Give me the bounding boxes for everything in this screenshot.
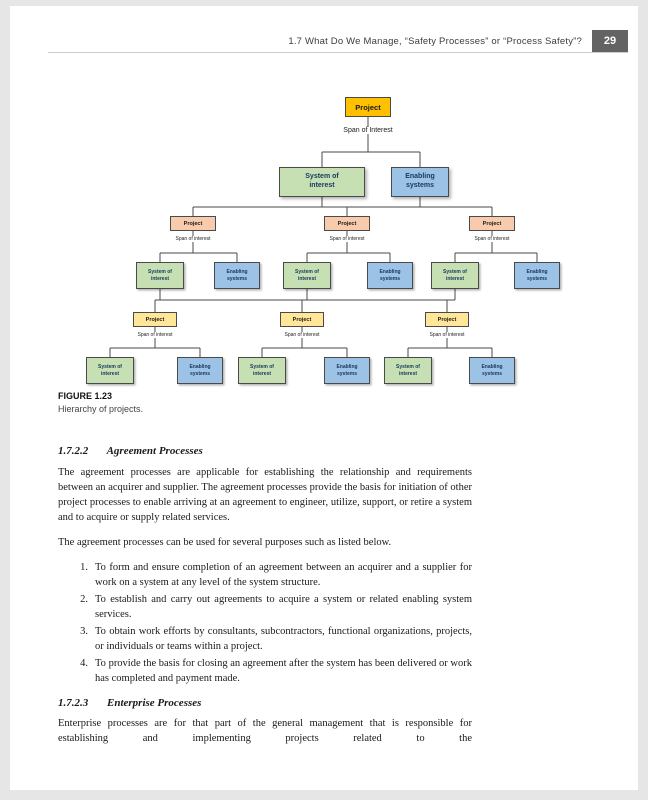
node-enabling-systems-l4-1: Enabling systems xyxy=(214,262,260,289)
label-span-of-interest-root: Span of Interest xyxy=(328,127,408,134)
list-item-text: To establish and carry out agreements to… xyxy=(95,594,472,620)
node-enabling-systems-l6-1: Enabling systems xyxy=(177,357,223,384)
node-project-mid-3: Project xyxy=(469,216,515,231)
section-heading-agreement: 1.7.2.2 Agreement Processes xyxy=(58,444,472,459)
node-enabling-systems-l2: Enabling systems xyxy=(391,167,449,197)
section-title: Enterprise Processes xyxy=(107,697,202,709)
label-span-of-interest-mid-1: Span of interest xyxy=(165,236,221,242)
section-number: 1.7.2.3 xyxy=(58,697,89,709)
list-item: 2. To establish and carry out agreements… xyxy=(58,592,472,622)
node-project-mid-2: Project xyxy=(324,216,370,231)
label-span-of-interest-low-2: Span of interest xyxy=(274,332,330,338)
label-span-of-interest-mid-3: Span of interest xyxy=(464,236,520,242)
list-item-text: To form and ensure completion of an agre… xyxy=(95,562,472,588)
figure-caption-text: Hierarchy of projects. xyxy=(58,404,144,414)
node-enabling-systems-l4-2: Enabling systems xyxy=(367,262,413,289)
node-enabling-systems-l6-2: Enabling systems xyxy=(324,357,370,384)
node-system-of-interest-l6-1: System of interest xyxy=(86,357,134,384)
list-item: 3. To obtain work efforts by consultants… xyxy=(58,624,472,654)
list-item: 4. To provide the basis for closing an a… xyxy=(58,656,472,686)
section-title: Agreement Processes xyxy=(106,445,203,457)
node-project-mid-1: Project xyxy=(170,216,216,231)
list-item-number: 1. xyxy=(80,562,88,573)
node-project-low-3: Project xyxy=(425,312,469,327)
figure-caption-label: FIGURE 1.23 xyxy=(58,391,113,401)
paragraph: Enterprise processes are for that part o… xyxy=(58,718,472,744)
node-enabling-systems-l6-3: Enabling systems xyxy=(469,357,515,384)
list-item-number: 2. xyxy=(80,594,88,605)
paragraph: The agreement processes are applicable f… xyxy=(58,467,472,523)
running-header-title: 1.7 What Do We Manage, “Safety Processes… xyxy=(288,35,582,47)
list-item: 1. To form and ensure completion of an a… xyxy=(58,560,472,590)
label-span-of-interest-low-3: Span of interest xyxy=(419,332,475,338)
list-item-text: To obtain work efforts by consultants, s… xyxy=(95,626,472,652)
numbered-list: 1. To form and ensure completion of an a… xyxy=(58,560,472,686)
figure-hierarchy-of-projects: Project Span of Interest System of inter… xyxy=(50,90,610,390)
section-heading-enterprise: 1.7.2.3 Enterprise Processes xyxy=(58,696,472,711)
page: 1.7 What Do We Manage, “Safety Processes… xyxy=(10,6,638,790)
node-project-low-1: Project xyxy=(133,312,177,327)
list-item-text: To provide the basis for closing an agre… xyxy=(95,658,472,684)
section-number: 1.7.2.2 xyxy=(58,445,89,457)
list-item-number: 4. xyxy=(80,658,88,669)
node-system-of-interest-l4-3: System of interest xyxy=(431,262,479,289)
paragraph: The agreement processes can be used for … xyxy=(58,537,392,548)
node-enabling-systems-l4-3: Enabling systems xyxy=(514,262,560,289)
page-body: 1.7.2.2 Agreement Processes The agreemen… xyxy=(58,444,472,756)
list-item-number: 3. xyxy=(80,626,88,637)
node-system-of-interest-l2: System of interest xyxy=(279,167,365,197)
running-header: 1.7 What Do We Manage, “Safety Processes… xyxy=(48,30,628,53)
node-system-of-interest-l6-3: System of interest xyxy=(384,357,432,384)
node-system-of-interest-l6-2: System of interest xyxy=(238,357,286,384)
tree-connector-lines xyxy=(109,117,538,357)
label-span-of-interest-low-1: Span of interest xyxy=(127,332,183,338)
label-span-of-interest-mid-2: Span of interest xyxy=(319,236,375,242)
node-system-of-interest-l4-1: System of interest xyxy=(136,262,184,289)
page-number-badge: 29 xyxy=(592,30,628,52)
node-system-of-interest-l4-2: System of interest xyxy=(283,262,331,289)
node-project-root: Project xyxy=(345,97,391,117)
node-project-low-2: Project xyxy=(280,312,324,327)
figure-caption: FIGURE 1.23 Hierarchy of projects. xyxy=(58,391,143,414)
